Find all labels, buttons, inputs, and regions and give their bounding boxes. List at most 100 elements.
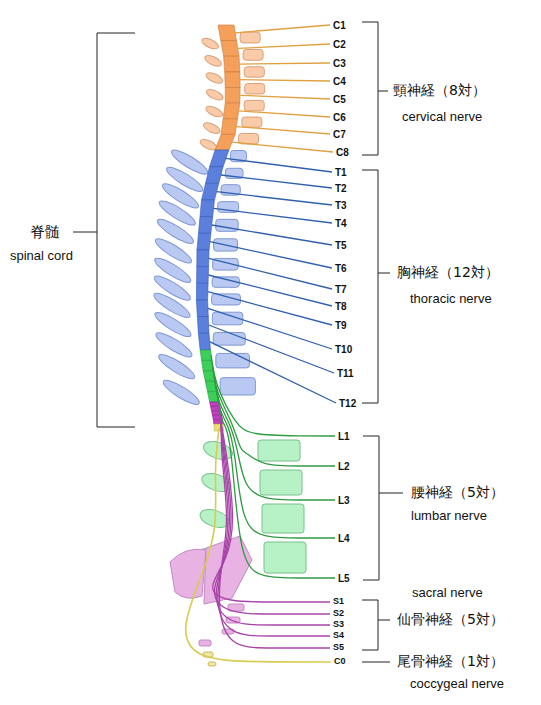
nerve-line	[214, 208, 332, 223]
cord-segment	[218, 25, 237, 41]
group-name: sacral nerve	[412, 586, 483, 600]
nerve-line	[208, 292, 332, 325]
nerve-label: T7	[335, 284, 347, 295]
nerve-label: T11	[337, 368, 354, 379]
cord-segment	[196, 283, 208, 300]
vertebral-body	[242, 117, 262, 127]
vertebral-body	[258, 440, 300, 461]
cord-segment	[198, 333, 210, 350]
structure-name: spinal cord	[10, 249, 73, 263]
nerve-line	[232, 142, 333, 152]
nerve-line	[208, 275, 332, 306]
thoracic-bracket	[362, 170, 390, 403]
group-name: 腰神経（5対）	[411, 485, 504, 500]
nerve-line	[218, 397, 335, 578]
nerve-line	[208, 308, 332, 349]
nerve-line	[209, 258, 332, 289]
nerve-label: S1	[333, 597, 344, 607]
nerve-label: S5	[333, 643, 344, 653]
nerve-line	[226, 158, 332, 172]
nerve-label: C5	[333, 94, 346, 105]
nerve-label: C4	[333, 76, 346, 87]
nerve-label: T9	[335, 320, 347, 331]
nerve-line	[219, 422, 330, 648]
structure-name: 脊髄	[30, 224, 60, 241]
nerve-label: S3	[333, 620, 344, 630]
nerve-label: S4	[333, 631, 344, 641]
group-name: 胸神経（12対）	[397, 265, 499, 280]
vertebral-body	[220, 378, 255, 395]
nerve-label: T1	[335, 167, 347, 178]
vertebral-body	[216, 219, 238, 231]
cord-segment	[206, 167, 224, 184]
nerve-label: T8	[335, 301, 347, 312]
spinal-nerves	[186, 25, 336, 662]
nerve-label: S2	[333, 609, 344, 619]
sacral-bracket	[362, 600, 390, 650]
vertebral-body	[239, 133, 259, 143]
nerve-label: L1	[338, 431, 350, 442]
nerve-label: C8	[336, 147, 349, 158]
nerve-line	[240, 80, 330, 81]
vertebral-body	[262, 504, 304, 533]
nerve-line	[221, 175, 332, 188]
cord-segment	[200, 350, 212, 360]
group-name: cervical nerve	[402, 110, 482, 124]
lumbar-bracket	[363, 436, 403, 580]
nerve-label: T2	[335, 183, 347, 194]
sacrum-back	[170, 549, 206, 598]
nerve-label: C7	[333, 129, 346, 140]
nerve-label: C3	[333, 58, 346, 69]
nerve-line	[235, 25, 330, 33]
nerve-line	[214, 376, 335, 500]
vertebral-body	[213, 333, 245, 346]
brackets	[73, 22, 403, 662]
nerve-line	[238, 44, 330, 48]
cervical-bracket	[362, 22, 388, 155]
nerve-label: L3	[338, 495, 350, 506]
nerve-line	[240, 95, 330, 99]
cord-segment	[202, 183, 219, 200]
nerve-label: T5	[335, 240, 347, 251]
nerve-line	[218, 417, 330, 636]
vertebral-body	[245, 84, 265, 94]
nerve-label: L2	[338, 461, 350, 472]
cord-segment	[197, 233, 211, 250]
nerve-label: L4	[338, 533, 350, 544]
cord-segment	[196, 300, 208, 317]
group-name: 仙骨神経（5対）	[397, 612, 504, 627]
group-name: coccygeal nerve	[410, 677, 504, 691]
spinous-process	[200, 36, 220, 51]
cord-segment	[221, 41, 239, 57]
coccygeal-tick	[362, 662, 390, 663]
nerve-label: T4	[335, 218, 347, 229]
cord-segment	[200, 200, 214, 217]
nerve-line	[239, 111, 330, 117]
nerve-label: C6	[333, 112, 346, 123]
nerve-line	[216, 413, 330, 625]
group-name: lumbar nerve	[411, 509, 487, 523]
nerve-label: T6	[335, 263, 347, 274]
spinous-process	[204, 71, 224, 86]
spinous-process	[156, 351, 197, 383]
coccyx-piece	[199, 640, 211, 646]
cord-segment	[223, 103, 240, 119]
cord-segment	[198, 217, 212, 234]
nerve-line	[209, 342, 336, 403]
nerve-label: L5	[338, 573, 350, 584]
cord-segment	[224, 56, 240, 72]
nerve-line	[210, 242, 332, 268]
nerve-label: T10	[335, 344, 352, 355]
cord-segment	[197, 267, 209, 284]
nerve-line	[216, 386, 335, 538]
nerve-label: C1	[333, 20, 346, 31]
nerve-line	[217, 192, 332, 205]
vertebral-body	[216, 353, 250, 367]
nerve-line	[186, 428, 331, 662]
cord-segment	[197, 250, 209, 267]
nerve-line	[214, 409, 330, 614]
nerve-label: C0	[334, 657, 346, 667]
spinous-process	[203, 53, 223, 68]
